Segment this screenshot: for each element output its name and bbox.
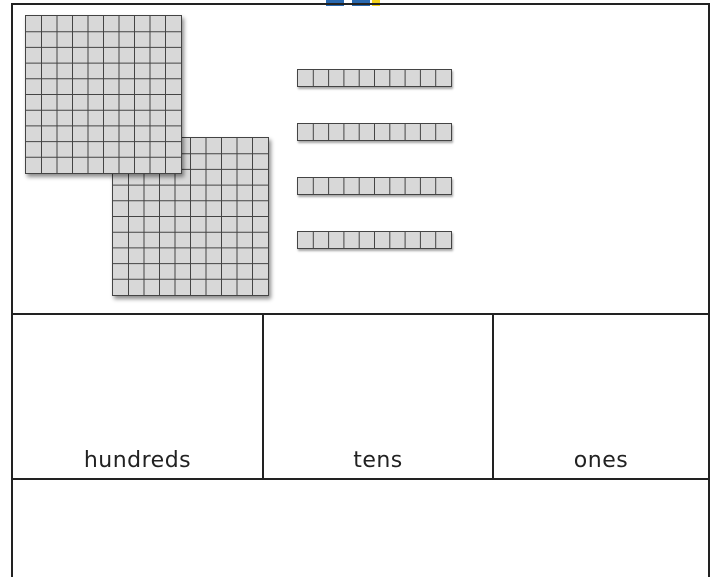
ten-rod [297,123,452,141]
ones-label: ones [494,448,708,473]
ten-rod [297,231,452,249]
answer-area[interactable] [13,480,708,577]
ten-rod [297,177,452,195]
tens-column[interactable]: tens [264,315,492,478]
ten-rod [297,69,452,87]
hundreds-column[interactable]: hundreds [13,315,262,478]
base-ten-model [13,5,708,313]
hundred-flat-front [25,15,182,174]
hundreds-label: hundreds [13,448,262,473]
ones-column[interactable]: ones [494,315,708,478]
tens-label: tens [264,448,492,473]
